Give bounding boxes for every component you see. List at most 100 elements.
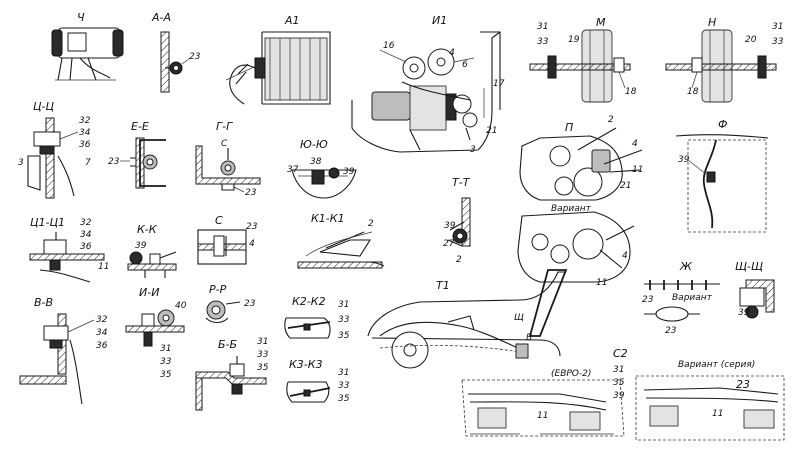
callout-ts-34: 34 bbox=[79, 128, 91, 138]
callout-m-31: 31 bbox=[537, 22, 548, 32]
callout-f-39: 39 bbox=[678, 155, 690, 165]
callout-k2-35: 35 bbox=[338, 331, 350, 341]
view-a1: А1 bbox=[225, 14, 331, 105]
callout-i1-17: 17 bbox=[493, 79, 505, 89]
view-i1: И1 16 4 6 17 21 3 bbox=[351, 14, 505, 155]
view-n: Н 20 31 33 18 bbox=[665, 16, 784, 103]
callout-s-23: 23 bbox=[246, 222, 258, 232]
view-ch-title: Ч bbox=[77, 11, 85, 24]
variant-p-label: Вариант bbox=[551, 204, 592, 214]
view-k2-title: К2-К2 bbox=[292, 295, 326, 308]
callout-sh-39: 39 bbox=[738, 308, 750, 318]
view-t1-mark-v: В bbox=[526, 333, 532, 343]
callout-i1-16: 16 bbox=[383, 41, 395, 51]
view-zh: Ж 23 Вариант 23 bbox=[642, 260, 720, 336]
view-ee-title: Е-Е bbox=[131, 120, 149, 133]
view-sh-title: Щ-Щ bbox=[735, 260, 763, 273]
callout-bb-35: 35 bbox=[257, 363, 269, 373]
callout-k3-35: 35 bbox=[338, 394, 350, 404]
view-s2: С2 (ЕВРО-2) 31 35 39 11 Вариант (серия) … bbox=[461, 347, 785, 441]
callout-k1-2: 2 bbox=[368, 219, 374, 229]
view-n-title: Н bbox=[708, 16, 716, 29]
view-kk: К-К 39 bbox=[127, 223, 177, 278]
callout-ts-7: 7 bbox=[85, 158, 91, 168]
callout-bb-31: 31 bbox=[257, 337, 268, 347]
callout-ts1-34: 34 bbox=[80, 230, 92, 240]
view-yu-title: Ю-Ю bbox=[300, 138, 328, 151]
callout-aa-23: 23 bbox=[189, 52, 201, 62]
view-yu-yu: Ю-Ю 38 37 39 bbox=[287, 138, 357, 199]
view-bb: Б-Б 31 33 35 bbox=[195, 337, 269, 411]
view-i1-title: И1 bbox=[432, 14, 447, 27]
view-bb-title: Б-Б bbox=[218, 338, 237, 351]
callout-ts1-32: 32 bbox=[80, 218, 92, 228]
callout-i1-4: 4 bbox=[449, 48, 455, 58]
callout-p-11: 11 bbox=[632, 165, 643, 175]
callout-yu-39: 39 bbox=[343, 167, 355, 177]
callout-kk-39: 39 bbox=[135, 241, 147, 251]
view-k1-title: К1-К1 bbox=[311, 212, 345, 225]
callout-yu-38: 38 bbox=[310, 157, 322, 167]
view-ts1-ts1: Ц1-Ц1 32 34 36 11 bbox=[29, 216, 109, 283]
callout-k3-31: 31 bbox=[338, 368, 349, 378]
view-rr-title: Р-Р bbox=[209, 283, 227, 296]
callout-tt-39: 39 bbox=[444, 221, 456, 231]
callout-n-20: 20 bbox=[745, 35, 757, 45]
callout-p-v-4: 4 bbox=[622, 251, 628, 261]
callout-ts1-36: 36 bbox=[80, 242, 92, 252]
callout-ee-23: 23 bbox=[108, 157, 120, 167]
callout-tt-27: 27 bbox=[443, 239, 455, 249]
view-p: П 2 4 11 21 Вариант 4 11 bbox=[517, 115, 643, 288]
callout-m-19: 19 bbox=[568, 35, 580, 45]
view-s: С 23 4 bbox=[197, 214, 258, 265]
callout-n-31: 31 bbox=[772, 22, 783, 32]
callout-vv-32: 32 bbox=[96, 315, 108, 325]
callout-k3-33: 33 bbox=[338, 381, 350, 391]
view-ee: Е-Е 23 bbox=[108, 120, 166, 189]
view-gg-title: Г-Г bbox=[216, 120, 233, 133]
callout-bb-33: 33 bbox=[257, 350, 269, 360]
s2-euro2-note: (ЕВРО-2) bbox=[551, 369, 591, 379]
view-a1-title: А1 bbox=[284, 14, 300, 27]
callout-yu-37: 37 bbox=[287, 165, 299, 175]
callout-i1-6: 6 bbox=[462, 60, 468, 70]
callout-s2-39: 39 bbox=[613, 391, 625, 401]
view-aa-title: А-А bbox=[151, 11, 171, 24]
view-t1-mark-sh: Щ bbox=[514, 313, 524, 323]
callout-s2v-23: 23 bbox=[736, 378, 750, 391]
view-vv: В-В 32 34 36 bbox=[19, 296, 108, 405]
callout-s2-31: 31 bbox=[613, 365, 624, 375]
view-ch: Ч bbox=[51, 11, 124, 81]
view-aa: А-А 23 bbox=[151, 11, 201, 93]
view-k1k1: К1-К1 2 bbox=[297, 212, 385, 269]
callout-s2-11: 11 bbox=[537, 411, 548, 421]
callout-p-4: 4 bbox=[632, 139, 638, 149]
view-f: Ф 39 bbox=[675, 118, 769, 233]
view-ts1-title: Ц1-Ц1 bbox=[30, 216, 65, 229]
view-ii-title: И-И bbox=[139, 286, 159, 299]
view-k3k3: К3-К3 31 33 35 bbox=[286, 358, 350, 404]
view-p-title: П bbox=[565, 121, 573, 134]
callout-vv-34: 34 bbox=[96, 328, 108, 338]
callout-k2-31: 31 bbox=[338, 300, 349, 310]
view-tt: Т-Т 39 27 2 bbox=[443, 176, 471, 265]
view-s2-title: С2 bbox=[613, 347, 628, 360]
callout-ts-32: 32 bbox=[79, 116, 91, 126]
callout-s2-35: 35 bbox=[613, 378, 625, 388]
view-ts-ts-title: Ц-Ц bbox=[33, 100, 55, 113]
callout-p-2: 2 bbox=[608, 115, 614, 125]
callout-ts1-11: 11 bbox=[98, 262, 109, 272]
variant-zh-label: Вариант bbox=[672, 293, 713, 303]
view-ts-ts: Ц-Ц 32 34 36 3 7 bbox=[18, 100, 91, 199]
view-f-title: Ф bbox=[718, 118, 727, 131]
view-t1: Т1 Щ В bbox=[367, 269, 568, 369]
callout-ts-36: 36 bbox=[79, 140, 91, 150]
view-kk-title: К-К bbox=[137, 223, 158, 236]
view-sh-sh: Щ-Щ 39 bbox=[735, 260, 775, 319]
view-m-title: М bbox=[596, 16, 606, 29]
view-rr: Р-Р 23 bbox=[205, 283, 256, 324]
callout-ii-33: 33 bbox=[160, 357, 172, 367]
view-t1-title: Т1 bbox=[436, 279, 450, 292]
callout-tt-2: 2 bbox=[456, 255, 462, 265]
